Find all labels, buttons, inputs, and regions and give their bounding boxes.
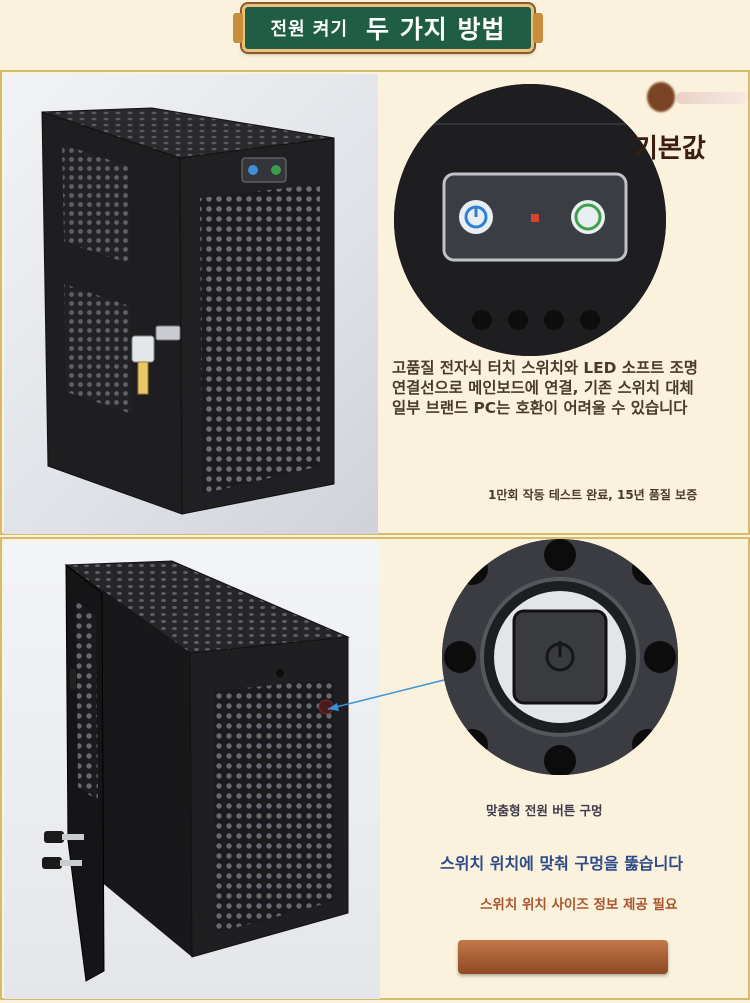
pc-case-open-image — [42, 560, 350, 982]
description-line: 연결선으로 메인보드에 연결, 기존 스위치 대체 — [392, 379, 694, 397]
decorative-bar — [458, 940, 668, 974]
product-photo-open — [4, 541, 380, 999]
banner-title: 두 가지 방법 — [366, 15, 506, 44]
power-hole-closeup-circle — [442, 539, 678, 775]
hole-label: 맞춤형 전원 버튼 구멍 — [486, 803, 603, 818]
touch-switch-closeup — [394, 84, 666, 356]
description-line: 고품질 전자식 터치 스위치와 LED 소프트 조명 — [392, 359, 698, 377]
badge-dot-decoration — [647, 82, 675, 112]
custom-hole-section: 맞춤형 전원 버튼 구멍 스위치 위치에 맞춰 구멍을 뚫습니다 스위치 위치 … — [0, 537, 750, 1000]
product-photo-front — [4, 74, 378, 534]
power-button-closeup — [442, 539, 678, 775]
size-info-note: 스위치 위치 사이즈 정보 제공 필요 — [480, 897, 678, 913]
banner-decoration-left — [233, 13, 243, 43]
banner-subtitle: 전원 켜기 — [270, 19, 349, 40]
title-banner: 전원 켜기 두 가지 방법 — [233, 4, 543, 52]
pc-case-front-image — [41, 107, 335, 515]
touch-switch-section: 기본값 고품질 전자식 터치 스위치와 LED 소프트 조명 연결선으로 메인보… — [0, 70, 750, 535]
default-badge: 기본값 — [634, 134, 706, 164]
switch-description: 고품질 전자식 터치 스위치와 LED 소프트 조명 연결선으로 메인보드에 연… — [392, 358, 748, 418]
test-note: 1만회 작동 테스트 완료, 15년 품질 보증 — [488, 488, 698, 502]
switch-closeup-circle — [394, 84, 666, 356]
drill-instruction: 스위치 위치에 맞춰 구멍을 뚫습니다 — [440, 854, 684, 873]
banner-decoration-right — [533, 13, 543, 43]
badge-trail-decoration — [676, 92, 748, 104]
description-line: 일부 브랜드 PC는 호환이 어려울 수 있습니다 — [392, 399, 688, 417]
